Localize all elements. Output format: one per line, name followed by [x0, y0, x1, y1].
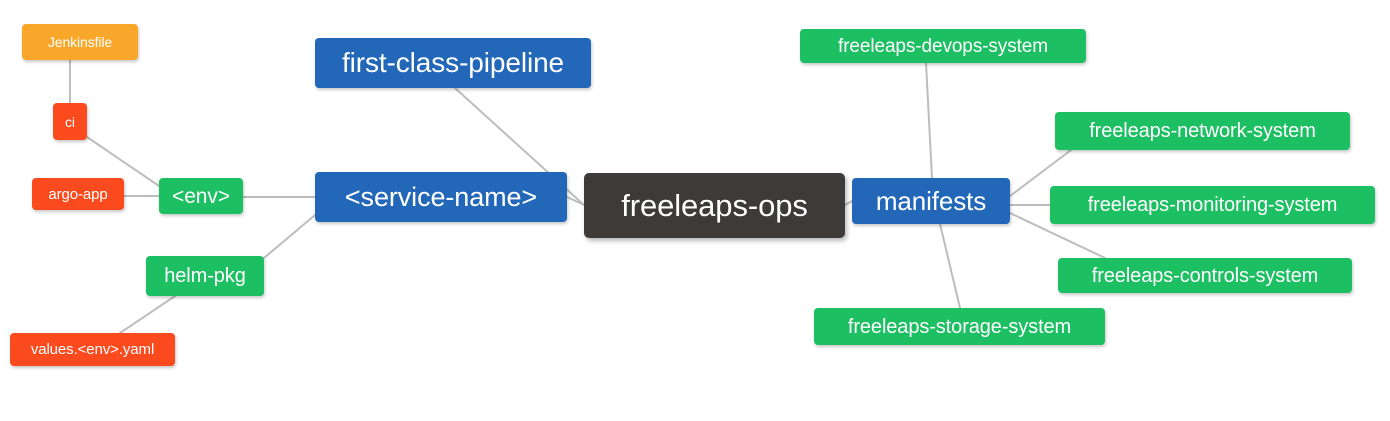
edge-root-to-manifests — [844, 200, 853, 206]
node-helm-pkg[interactable]: helm-pkg — [146, 256, 264, 296]
node-pipeline[interactable]: first-class-pipeline — [315, 38, 591, 88]
node-values-yaml[interactable]: values.<env>.yaml — [10, 333, 175, 366]
node-devops[interactable]: freeleaps-devops-system — [800, 29, 1086, 63]
node-service-name[interactable]: <service-name> — [315, 172, 567, 222]
edge-manifests-to-devops — [925, 62, 933, 179]
node-jenkinsfile[interactable]: Jenkinsfile — [22, 24, 138, 60]
node-controls[interactable]: freeleaps-controls-system — [1058, 258, 1352, 293]
edge-helm-pkg-to-values-yaml — [119, 295, 176, 334]
node-storage[interactable]: freeleaps-storage-system — [814, 308, 1105, 345]
node-ci[interactable]: ci — [53, 103, 87, 140]
node-monitoring[interactable]: freeleaps-monitoring-system — [1050, 186, 1375, 224]
edge-service-name-to-helm-pkg — [263, 214, 316, 259]
edge-root-to-service-name — [566, 196, 585, 206]
node-manifests[interactable]: manifests — [852, 178, 1010, 224]
node-root[interactable]: freeleaps-ops — [584, 173, 845, 238]
node-argo-app[interactable]: argo-app — [32, 178, 124, 210]
edge-manifests-to-storage — [939, 223, 961, 309]
node-env[interactable]: <env> — [159, 178, 243, 214]
node-network[interactable]: freeleaps-network-system — [1055, 112, 1350, 150]
